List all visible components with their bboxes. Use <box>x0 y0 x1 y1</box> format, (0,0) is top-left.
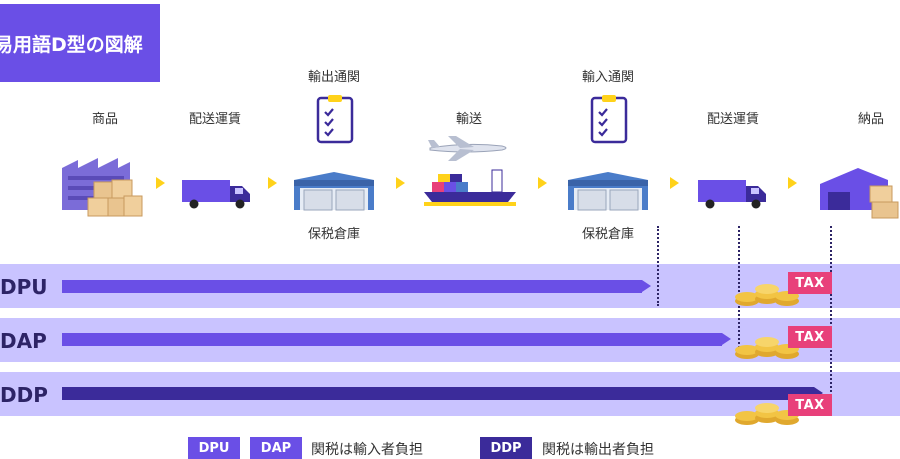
tax-badge: TAX <box>788 326 832 348</box>
warehouse-icon <box>568 172 648 211</box>
legend-chip-ddp: DDP <box>480 437 532 459</box>
legend-chip-dap: DAP <box>250 437 302 459</box>
delivery-building-icon <box>820 168 899 219</box>
band-divider <box>0 308 900 318</box>
step-label-delivered: 納品 <box>857 112 884 127</box>
boundary-dotted-line <box>830 226 832 412</box>
step-arrow-icon <box>788 177 797 189</box>
band-divider <box>0 362 900 372</box>
step-label-delivery-1: 配送運賃 <box>188 112 241 127</box>
airplane-icon <box>428 136 507 161</box>
coins-icon <box>735 403 799 425</box>
dap-bar <box>62 333 722 346</box>
truck-icon <box>698 180 766 209</box>
coins-icon <box>735 337 799 359</box>
step-label-export-clearance: 輸出通関 <box>307 70 360 85</box>
step-arrow-icon <box>156 177 165 189</box>
step-label-import-clearance: 輸入通関 <box>581 70 634 85</box>
step-label-transport: 輸送 <box>455 112 482 127</box>
term-label-ddp: DDP <box>0 383 48 407</box>
truck-icon <box>182 180 250 209</box>
legend-chip-dpu: DPU <box>188 437 240 459</box>
page-title: 易用語D型の図解 <box>0 4 160 82</box>
coins-icon <box>735 284 799 306</box>
clipboard-icon <box>316 95 354 144</box>
step-label-goods: 商品 <box>91 112 118 127</box>
ddp-bar-arrowhead <box>814 387 823 399</box>
bonded-warehouse-label: 保税倉庫 <box>307 227 360 242</box>
boundary-dotted-line <box>657 226 659 306</box>
ship-icon <box>424 169 516 206</box>
ddp-bar <box>62 387 814 400</box>
step-label-delivery-2: 配送運賃 <box>706 112 759 127</box>
step-arrow-icon <box>670 177 679 189</box>
step-arrow-icon <box>268 177 277 189</box>
factory-icon <box>62 158 143 217</box>
dpu-bar <box>62 280 642 293</box>
term-label-dap: DAP <box>0 329 47 353</box>
dpu-bar-arrowhead <box>642 280 651 292</box>
term-label-dpu: DPU <box>0 275 48 299</box>
step-arrow-icon <box>538 177 547 189</box>
boundary-dotted-line <box>738 226 740 356</box>
warehouse-icon <box>294 172 374 211</box>
tax-badge: TAX <box>788 272 832 294</box>
bonded-warehouse-label: 保税倉庫 <box>581 227 634 242</box>
dap-bar-arrowhead <box>722 333 731 345</box>
legend-exporter-text: 関税は輸出者負担 <box>542 442 654 458</box>
step-arrow-icon <box>396 177 405 189</box>
legend-importer-text: 関税は輸入者負担 <box>311 442 423 458</box>
tax-badge: TAX <box>788 394 832 416</box>
clipboard-icon <box>590 95 628 144</box>
